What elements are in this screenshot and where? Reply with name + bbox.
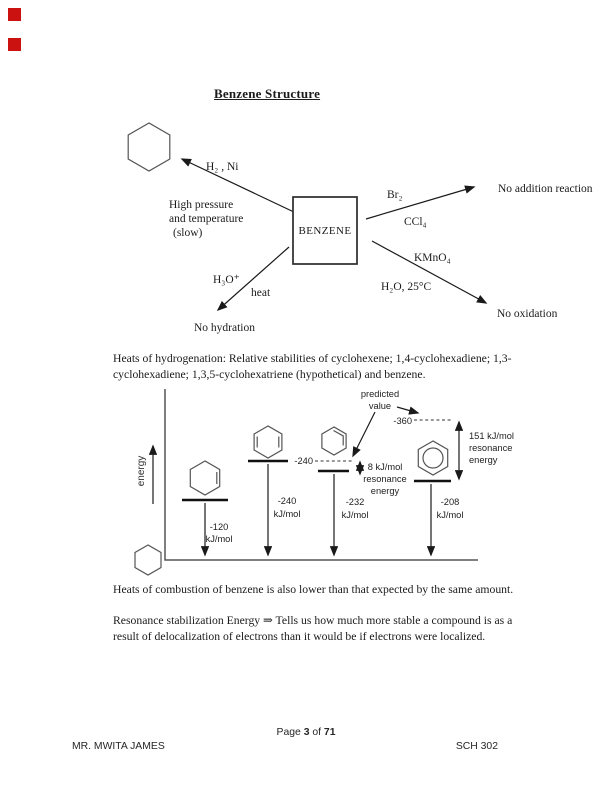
energy-axis-label: energy bbox=[136, 456, 147, 487]
footer-course: SCH 302 bbox=[455, 741, 498, 752]
no-hydration-label: No hydration bbox=[194, 322, 255, 334]
h3o-label: H₃O⁺ bbox=[213, 274, 240, 286]
heat-label: heat bbox=[251, 287, 271, 299]
double-bond bbox=[333, 429, 345, 437]
resonance-energy-label: energy bbox=[469, 455, 498, 465]
bromination-arrow bbox=[365, 185, 476, 220]
cyclohexane-structure bbox=[127, 122, 171, 172]
level-unit: kJ/mol bbox=[206, 534, 233, 544]
resonance-energy-label: resonance bbox=[469, 443, 512, 453]
text-line: Heats of hydrogenation: Relative stabili… bbox=[113, 352, 512, 365]
cyclohexene-structure bbox=[189, 460, 221, 496]
benzene-reaction-scheme: H₂ , Ni High pressure and temperature (s… bbox=[127, 122, 593, 334]
resonance-energy-label: energy bbox=[371, 486, 400, 496]
page-title: Benzene Structure bbox=[214, 86, 321, 101]
level-value: -120 bbox=[210, 522, 229, 532]
energy-diagram: energy -120 kJ/mol -240 kJ/mol -240 bbox=[134, 389, 514, 576]
br2-label: Br₂ bbox=[387, 189, 403, 201]
page-number: 3 bbox=[303, 727, 310, 738]
page-word: Page bbox=[276, 727, 301, 738]
footer-author: MR. MWITA JAMES bbox=[72, 741, 165, 752]
hydrogenation-arrow bbox=[180, 158, 297, 214]
red-marker-icon bbox=[8, 38, 21, 51]
predicted-240-label: -240 bbox=[294, 456, 313, 466]
cyclohexane-structure bbox=[134, 544, 162, 576]
level-value: -208 bbox=[441, 497, 460, 507]
no-oxidation-label: No oxidation bbox=[497, 308, 558, 320]
predicted-value-label: predicted bbox=[361, 389, 399, 399]
benzene-box bbox=[292, 196, 358, 265]
level-unit: kJ/mol bbox=[342, 510, 369, 520]
predicted-360-label: -360 bbox=[393, 416, 412, 426]
condition-line: (slow) bbox=[173, 227, 203, 239]
level-unit: kJ/mol bbox=[274, 509, 301, 519]
no-addition-label: No addition reaction bbox=[498, 183, 593, 195]
of-word: of bbox=[312, 727, 322, 738]
red-marker-icon bbox=[8, 8, 21, 21]
resonance-energy-label: resonance bbox=[363, 474, 406, 484]
text-line: cyclohexadiene; 1,3,5-cyclohexatriene (h… bbox=[113, 367, 426, 381]
paragraph-resonance: Resonance stabilization Energy ⇒ Tells u… bbox=[113, 613, 563, 644]
benzene-ring-circle bbox=[422, 447, 444, 469]
condition-line: High pressure bbox=[169, 199, 233, 211]
hydration-arrow bbox=[216, 246, 290, 312]
predicted-pointer-arrow bbox=[396, 406, 420, 415]
h2o-cond-label: H₂O, 25°C bbox=[381, 281, 431, 293]
resonance-energy-label: 8 kJ/mol bbox=[368, 462, 403, 472]
cyclohexadiene-14-structure bbox=[253, 425, 283, 459]
text-line: Resonance stabilization Energy ⇒ Tells u… bbox=[113, 614, 513, 627]
h2-ni-label: H₂ , Ni bbox=[206, 161, 238, 173]
level-value: -240 bbox=[278, 496, 297, 506]
paragraph-combustion: Heats of combustion of benzene is also l… bbox=[113, 583, 514, 596]
kmno4-label: KMnO₄ bbox=[414, 252, 451, 264]
paragraph-hydrogenation: Heats of hydrogenation: Relative stabili… bbox=[113, 351, 553, 382]
benzene-box-label: BENZENE bbox=[299, 225, 352, 237]
level-value: -232 bbox=[346, 497, 365, 507]
cyclohexadiene-13-structure bbox=[321, 426, 347, 456]
oxidation-arrow bbox=[371, 240, 488, 304]
predicted-value-label: value bbox=[369, 401, 391, 411]
level-unit: kJ/mol bbox=[437, 510, 464, 520]
page-indicator: Page 3 of 71 bbox=[0, 727, 612, 738]
resonance-energy-label: 151 kJ/mol bbox=[469, 431, 514, 441]
ccl4-label: CCl₄ bbox=[404, 216, 427, 228]
page-total: 71 bbox=[323, 727, 336, 738]
benzene-ring-structure bbox=[417, 440, 449, 476]
condition-line: and temperature bbox=[169, 213, 243, 225]
predicted-pointer-arrow bbox=[352, 411, 376, 458]
diagram-axes bbox=[164, 389, 478, 561]
text-line: result of delocalization of electrons th… bbox=[113, 629, 486, 643]
